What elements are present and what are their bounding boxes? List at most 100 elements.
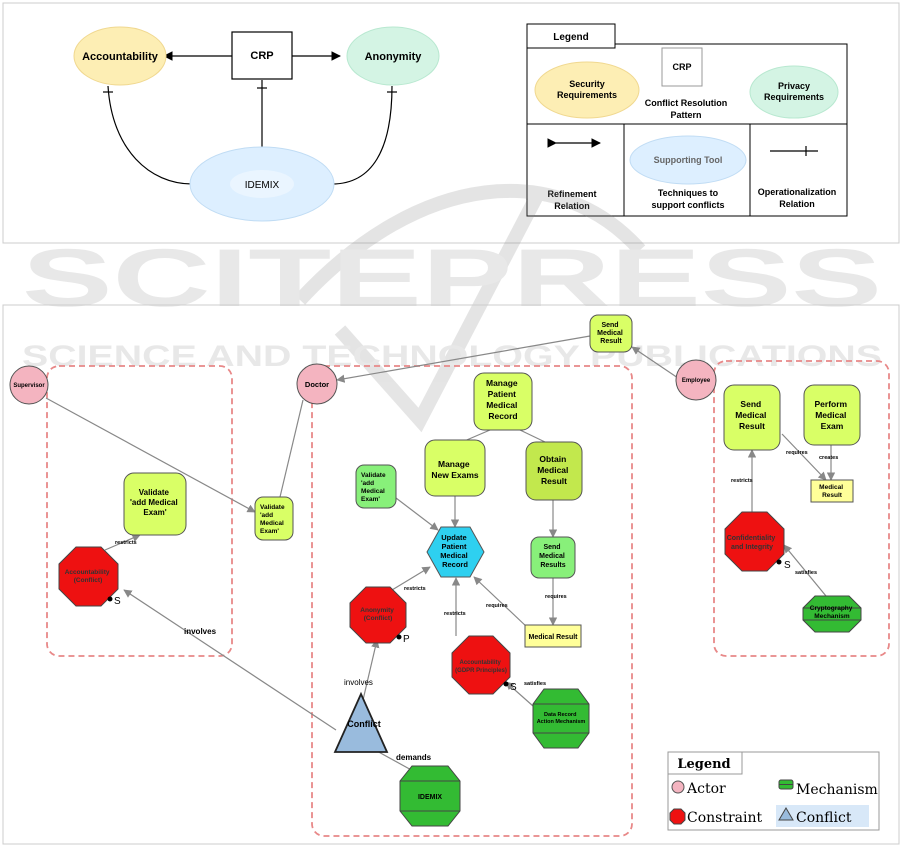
goal-send-results-line1: Send xyxy=(543,544,560,551)
goal-employee-send-line1: Send xyxy=(740,399,761,409)
label-involves-conflict: involves xyxy=(344,678,373,687)
label-requires-resource: requires xyxy=(486,603,508,609)
constraint-accountability-gdpr-label: Accountability (GDPR Principles) xyxy=(455,660,507,674)
goal-perform-exam-line2: Medical xyxy=(815,410,846,420)
constraint-accountability-gdpr xyxy=(451,635,511,695)
constraint-anonymity-line1: Anonymity xyxy=(360,607,394,614)
legend-crp-caption-line1: Conflict Resolution xyxy=(645,98,728,108)
constraint-confidentiality xyxy=(724,511,785,572)
goal-send-medical-result-top-label: Send Medical Result xyxy=(597,322,625,345)
link-validate-doctor-update xyxy=(395,497,439,531)
link-supervisor-validate xyxy=(45,397,256,513)
goal-validate-mid-line4: Exam' xyxy=(260,528,279,535)
goal-validate-mid xyxy=(254,496,294,541)
goal-send-top-line1: Send xyxy=(601,322,618,329)
goal-manage-exams-line2: New Exams xyxy=(431,470,479,480)
goal-validate-left-line1: Validate xyxy=(139,488,170,497)
idemix-to-anonymity-edge xyxy=(331,85,393,185)
goal-send-results-label: Send Medical Results xyxy=(539,544,567,569)
goal-validate-doctor-line3: Medical xyxy=(361,488,385,495)
mechanism-cryptography-line2: Mechanism xyxy=(814,613,850,620)
goal-employee-send-label: Send Medical Result xyxy=(735,399,769,431)
legend-operationalization-line1: Operationalization xyxy=(758,187,837,197)
legend-tool-label: Supporting Tool xyxy=(654,155,723,165)
actor-supervisor-label: Supervisor xyxy=(13,383,45,389)
bottom-links xyxy=(45,335,836,773)
goal-manage-patient-line2: Patient xyxy=(488,389,517,399)
link-manage-patient-obtain xyxy=(519,429,546,443)
goal-validate-doctor-line2: 'add xyxy=(361,480,374,487)
idemix-tool-label: IDEMIX xyxy=(245,180,280,191)
actor-employee xyxy=(675,359,717,401)
label-requires-send: requires xyxy=(545,594,567,600)
goal-obtain-result xyxy=(525,441,583,501)
constraint-accountability-line2: (Conflict) xyxy=(74,577,103,584)
legend-security-line2: Requirements xyxy=(557,90,617,100)
accountability-node xyxy=(73,26,167,86)
constraint-gdpr-line2: (GDPR Principles) xyxy=(455,668,507,674)
legend-operationalization-line2: Relation xyxy=(779,199,815,209)
legend-security-line1: Security xyxy=(569,79,605,89)
resource-medical-result-employee-label: Medical Result xyxy=(819,484,845,499)
watermark-swoosh xyxy=(294,183,646,433)
constraint-anonymity-badge: P xyxy=(403,634,410,645)
goal-validate-mid-line2: 'add xyxy=(260,512,273,519)
legend-tool-swatch xyxy=(629,135,747,185)
anonymity-node xyxy=(346,26,440,86)
goal-validate-doctor-line4: Exam' xyxy=(361,496,380,503)
goal-validate-left-line3: Exam' xyxy=(143,508,166,517)
link-anonymity-update xyxy=(391,566,431,591)
goal-validate-doctor-line1: Validate xyxy=(361,472,386,479)
goal-validate-left-line2: 'add Medical xyxy=(130,498,178,507)
mechanism-idemix-label: IDEMIX xyxy=(418,794,442,801)
goal-send-results-line2: Medical xyxy=(539,553,565,560)
employee-boundary xyxy=(713,360,890,657)
resource-medical-result-doctor xyxy=(524,624,582,648)
constraint-confidentiality-label: Confidentiality and Integrity xyxy=(727,535,778,551)
constraint-gdpr-badge-icon xyxy=(503,681,509,687)
legend-actor-icon xyxy=(671,780,685,794)
link-conflict-idemix xyxy=(374,749,416,773)
goal-employee-send xyxy=(723,384,781,451)
mechanism-cryptography-label: Cryptography Mechanism xyxy=(810,605,854,620)
legend-mechanism-icon xyxy=(778,779,794,790)
goal-validate-mid-line1: Validate xyxy=(260,504,285,511)
goal-obtain-result-line1: Obtain xyxy=(539,454,566,464)
constraint-gdpr-line1: Accountability xyxy=(459,660,501,666)
conflict-triangle xyxy=(333,691,389,753)
goal-validate-left-label: Validate 'add Medical Exam' xyxy=(130,488,180,517)
watermark-main: SCITEPRESS xyxy=(22,233,882,324)
link-datarecord-gdpr xyxy=(505,681,534,707)
goal-validate-left xyxy=(123,472,187,536)
label-satisfies-datarecord: satisfies xyxy=(524,681,546,687)
goal-manage-patient xyxy=(473,372,533,431)
top-panel-frame xyxy=(2,2,900,244)
constraint-accountability-conflict xyxy=(58,546,119,607)
constraint-confidentiality-line2: and Integrity xyxy=(731,544,773,551)
legend-tool-caption-line2: support conflicts xyxy=(651,200,724,210)
label-restricts-anonymity: restricts xyxy=(404,586,426,592)
legend-crp-caption-line2: Pattern xyxy=(670,110,701,120)
resource-employee-line1: Medical xyxy=(819,484,843,491)
constraint-gdpr-badge: S xyxy=(510,682,517,693)
legend-constraint-icon xyxy=(669,808,686,825)
goal-employee-send-line2: Medical xyxy=(735,410,766,420)
goal-perform-exam-line1: Perform xyxy=(815,399,848,409)
goal-validate-mid-line3: Medical xyxy=(260,520,284,527)
mechanism-cryptography-line1: Cryptography xyxy=(810,605,853,612)
legend-privacy-swatch xyxy=(749,65,839,119)
constraint-confidentiality-line1: Confidentiality xyxy=(727,535,776,542)
link-resource-update xyxy=(473,576,529,629)
anonymity-label: Anonymity xyxy=(365,51,423,63)
goal-obtain-result-line3: Result xyxy=(541,476,567,486)
goal-send-top-line2: Medical xyxy=(597,330,623,337)
constraint-anonymity-line2: (Conflict) xyxy=(364,615,393,622)
watermark: SCITEPRESS SCIENCE AND TECHNOLOGY PUBLIC… xyxy=(22,183,882,433)
bottom-panel-frame xyxy=(2,304,900,845)
resource-medical-result-doctor-label: Medical Result xyxy=(528,634,578,641)
label-satisfies-crypto: satisfies xyxy=(795,570,817,576)
accountability-label: Accountability xyxy=(82,51,159,63)
legend-refinement-line2: Relation xyxy=(554,201,590,211)
label-involves-left: involves xyxy=(184,627,217,636)
constraint-accountability-badge-icon xyxy=(107,596,113,602)
